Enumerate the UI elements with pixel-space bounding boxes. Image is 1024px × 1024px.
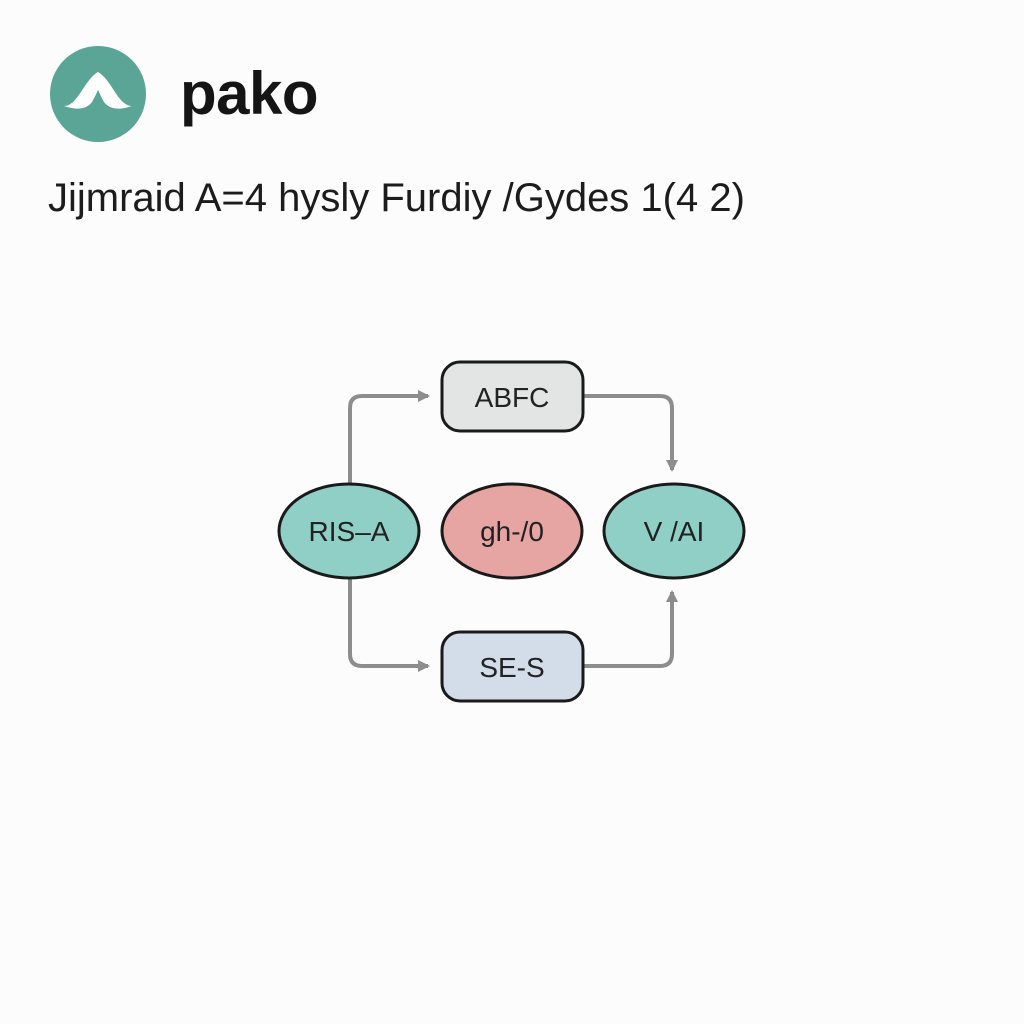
edge-left-to-top <box>348 390 430 486</box>
node-top-label: ABFC <box>475 382 550 413</box>
edge-bottom-to-right <box>584 590 678 668</box>
brand-name: pako <box>180 60 319 127</box>
node-right-label: V /AI <box>644 516 705 547</box>
node-top: ABFC <box>440 360 585 433</box>
node-bottom-label: SE-S <box>479 652 544 683</box>
node-bottom: SE-S <box>440 630 585 703</box>
node-right: V /AI <box>602 482 746 580</box>
page-subtitle: Jijmraid A=4 hysly Furdiy /Gydes 1(4 2) <box>48 176 745 220</box>
node-center-label: gh-/0 <box>480 516 544 547</box>
edge-left-to-bottom <box>348 578 430 672</box>
pako-logo-icon <box>50 46 146 142</box>
node-left-label: RIS–A <box>309 516 390 547</box>
node-center: gh-/0 <box>440 482 584 580</box>
edge-top-to-right <box>584 394 678 472</box>
node-left: RIS–A <box>277 482 421 580</box>
brand-header: pako <box>50 46 319 142</box>
